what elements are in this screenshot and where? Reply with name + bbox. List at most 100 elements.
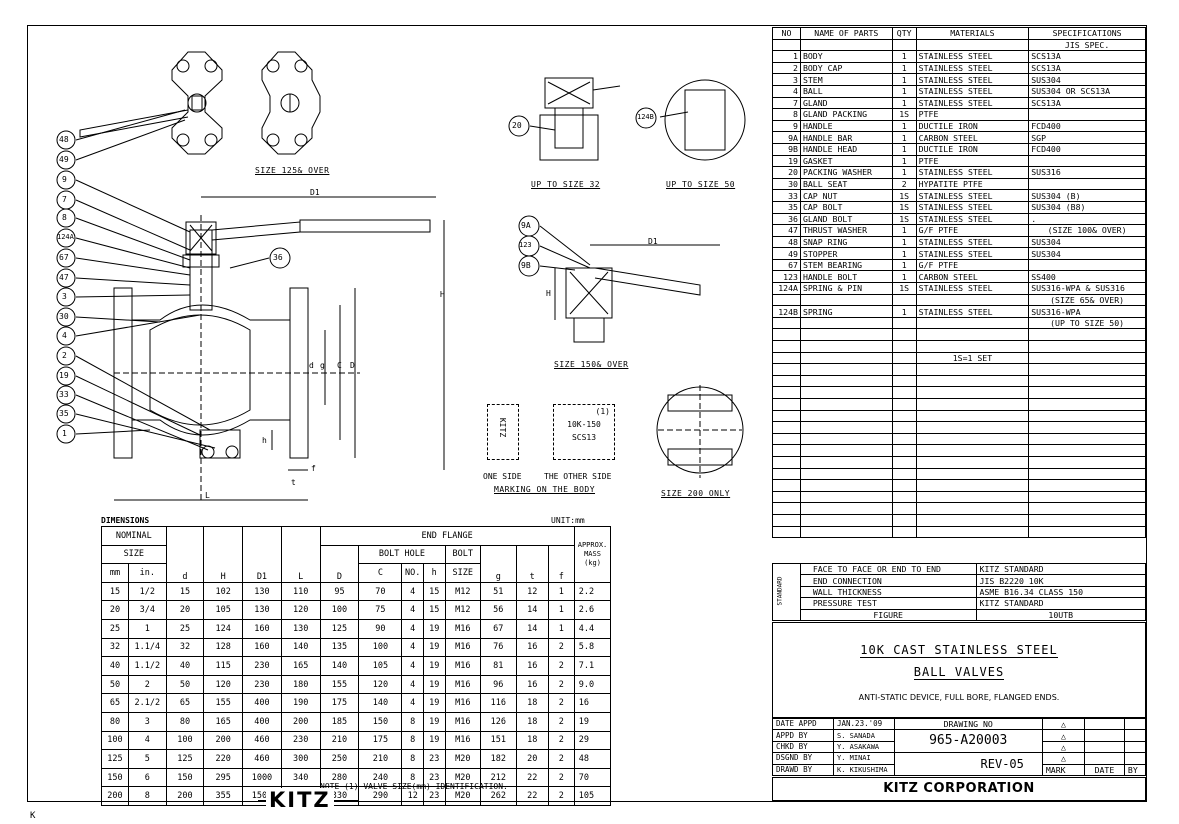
header-end-flange: END FLANGE <box>319 526 575 546</box>
standard-value: ASME B16.34 CLASS 150 <box>975 585 1147 599</box>
dimensions-note: NOTE (1) VALVE SIZE(mm) IDENTIFICATION. <box>320 782 508 791</box>
dim-cell: 135 <box>319 637 360 658</box>
dim-cell: 160 <box>242 618 282 639</box>
company-name: KITZ CORPORATION <box>772 777 1146 801</box>
blank-row <box>772 374 1146 388</box>
parts-cell <box>772 293 801 307</box>
dim-cell: 81 <box>480 656 517 676</box>
blank-row <box>772 328 1146 342</box>
dim-cell: 230 <box>242 656 282 676</box>
blank-row <box>772 386 1146 399</box>
dim-cell: M12 <box>444 581 482 602</box>
label-upto-32: UP TO SIZE 32 <box>531 180 601 189</box>
detail-size-150 <box>539 225 720 343</box>
dim-cell: 65 <box>101 693 129 713</box>
parts-cell: 2 <box>891 177 917 191</box>
table-row: (SIZE 65& OVER) <box>772 293 1146 307</box>
dim-cell: 19 <box>422 656 446 676</box>
dim-cell: 125 <box>319 618 360 639</box>
dim-cell: 165 <box>203 711 244 732</box>
blank-cell <box>772 386 801 399</box>
dim-cell: 1.1/4 <box>127 637 167 658</box>
dim-cell: 400 <box>242 711 282 732</box>
detail-upto-50 <box>659 79 746 161</box>
parts-cell: STAINLESS STEEL <box>915 73 1030 86</box>
dim-cell: 124 <box>203 618 244 639</box>
parts-cell: 9A <box>772 131 801 144</box>
table-row: (UP TO SIZE 50) <box>772 316 1146 330</box>
parts-cell: SUS304 OR SCS13A <box>1028 84 1146 98</box>
dim-cell: 4 <box>401 637 424 658</box>
dim-h: H <box>440 290 445 299</box>
header-size: SIZE <box>101 544 167 565</box>
balloon-8: 8 <box>62 213 67 222</box>
blank-cell <box>1028 432 1146 446</box>
blank-cell <box>1028 513 1146 527</box>
parts-cell: 124A <box>772 282 801 295</box>
mark-triangle-2: △ <box>1041 729 1085 742</box>
blank-cell <box>891 502 917 515</box>
main-valve-section <box>113 196 445 501</box>
dim-t: t <box>291 478 296 487</box>
parts-cell: 1 <box>891 142 917 156</box>
parts-cell: DUCTILE IRON <box>915 119 1030 133</box>
parts-cell: 2 <box>772 61 801 75</box>
parts-cell: 124B <box>772 305 801 318</box>
dim-cell: 96 <box>480 674 517 695</box>
parts-cell: HANDLE <box>799 119 893 133</box>
revision: REV-05 <box>893 752 1043 776</box>
blank-cell <box>799 351 893 365</box>
parts-cell: PTFE <box>915 154 1030 168</box>
blank-cell <box>772 351 801 365</box>
dim-col-header: g <box>480 544 517 583</box>
blank-cell <box>772 409 801 423</box>
blank-cell <box>915 421 1030 434</box>
dim-col-header: h <box>422 563 446 583</box>
dim-cell: 16 <box>573 693 612 713</box>
parts-cell: G/F PTFE <box>915 224 1030 237</box>
blank-cell <box>1028 444 1146 457</box>
balloon-1: 1 <box>62 429 67 438</box>
blank-row <box>772 467 1146 481</box>
blank-row <box>772 479 1146 492</box>
parts-cell: SPRING <box>799 305 893 318</box>
parts-cell: SUS304 <box>1028 73 1146 86</box>
dim-cell: 2 <box>547 749 575 769</box>
dim-cell: 200 <box>165 786 205 806</box>
dim-cell: 67 <box>480 618 517 639</box>
blank-cell <box>891 409 917 423</box>
blank-cell <box>915 479 1030 492</box>
parts-cell: HYPATITE PTFE <box>915 177 1030 191</box>
blank-cell <box>799 386 893 399</box>
parts-cell: 1 <box>891 258 917 272</box>
blank-cell <box>915 386 1030 399</box>
blank-cell <box>891 455 917 469</box>
blank-cell <box>799 513 893 527</box>
dim-col-header: D <box>319 544 360 583</box>
dim-cell: 65 <box>165 693 205 713</box>
parts-empty-cell <box>799 38 893 52</box>
parts-cell: HANDLE HEAD <box>799 142 893 156</box>
parts-header-cell: MATERIALS <box>915 27 1030 40</box>
dimensions-title: DIMENSIONS <box>101 516 150 525</box>
blank-cell <box>915 513 1030 527</box>
parts-cell: CAP BOLT <box>799 200 893 214</box>
parts-header-cell: SPECIFICATIONS <box>1028 27 1146 40</box>
dim-cell: 25 <box>165 618 205 639</box>
dim-cell: 2 <box>127 674 167 695</box>
dim-cell: 190 <box>280 693 321 713</box>
dim-cell: 40 <box>165 656 205 676</box>
dim-cell: 180 <box>280 674 321 695</box>
parts-cell: 1 <box>891 235 917 249</box>
parts-cell: HANDLE BOLT <box>799 270 893 284</box>
dim-cell: 75 <box>358 600 403 620</box>
blank-cell <box>799 490 893 504</box>
